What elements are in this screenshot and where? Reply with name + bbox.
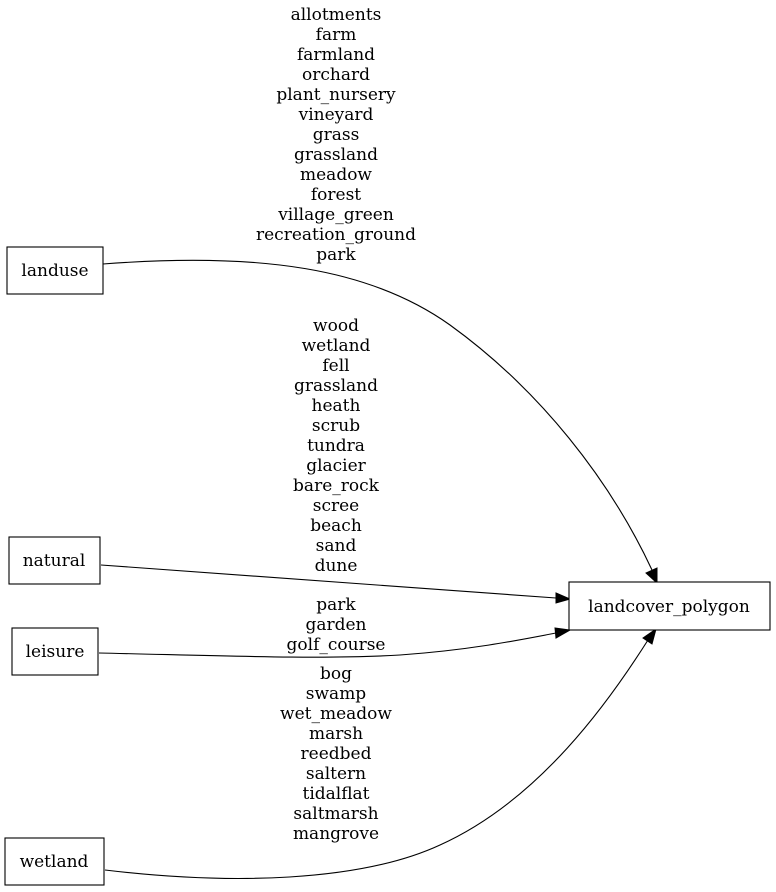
node-label-wetland: wetland <box>20 852 89 872</box>
node-label-leisure: leisure <box>26 642 85 662</box>
edge-label-line: farm <box>316 25 357 45</box>
edge-label-line: glacier <box>306 456 366 476</box>
edge-label-line: allotments <box>291 5 382 25</box>
edge-label-line: forest <box>311 185 361 205</box>
edge-label-line: vineyard <box>298 105 374 125</box>
node-wetland: wetland <box>4 837 105 886</box>
arrowhead-natural <box>555 592 572 604</box>
edge-label-line: fell <box>322 356 349 376</box>
edge-label-line: orchard <box>302 65 370 85</box>
node-box-landuse <box>6 246 104 295</box>
edge-wetland <box>104 627 657 879</box>
edge-label-line: village_green <box>277 205 394 225</box>
edge-label-line: golf_course <box>287 635 386 655</box>
edge-line-landuse <box>102 259 653 571</box>
node-label-landcover-polygon: landcover_polygon <box>588 597 750 617</box>
edge-label-line: tundra <box>307 436 365 456</box>
edge-label-line: scree <box>313 496 360 516</box>
arrowhead-wetland <box>642 627 657 645</box>
edge-label-line: park <box>316 245 356 265</box>
edge-leisure <box>98 627 572 658</box>
edge-label-line: wet_meadow <box>280 704 392 724</box>
edge-label-line: sand <box>316 536 357 556</box>
edge-label-line: park <box>316 595 356 615</box>
edge-label-line: meadow <box>300 165 372 185</box>
edge-label-line: beach <box>310 516 362 536</box>
node-box-natural <box>8 536 101 585</box>
node-label-natural: natural <box>23 551 86 571</box>
edge-label-line: swamp <box>306 684 367 704</box>
arrowhead-leisure <box>554 627 572 639</box>
edge-label-line: heath <box>312 396 361 416</box>
edge-natural <box>100 564 572 604</box>
node-natural: natural <box>8 536 101 585</box>
edge-label-line: marsh <box>309 724 363 744</box>
node-box-landcover-polygon <box>568 581 771 631</box>
edge-label-line: dune <box>315 556 358 576</box>
edge-line-wetland <box>104 639 649 879</box>
edge-label-line: wood <box>313 316 359 336</box>
edge-label-line: tidalflat <box>302 784 369 804</box>
node-landcover-polygon: landcover_polygon <box>568 581 771 631</box>
edge-line-natural <box>100 564 557 599</box>
edge-label-line: reedbed <box>301 744 372 764</box>
edge-label-line: grass <box>313 125 360 145</box>
edge-landuse <box>102 259 658 585</box>
edge-label-line: farmland <box>297 45 375 65</box>
node-landuse: landuse <box>6 246 104 295</box>
node-box-wetland <box>4 837 105 886</box>
edge-label-line: wetland <box>302 336 371 356</box>
node-label-landuse: landuse <box>21 261 88 281</box>
edge-label-line: grassland <box>294 376 378 396</box>
edge-label-line: scrub <box>312 416 360 436</box>
edge-label-line: saltmarsh <box>293 804 378 824</box>
node-leisure: leisure <box>11 627 99 676</box>
edge-label-line: bog <box>320 664 352 684</box>
arrowhead-landuse <box>645 567 658 585</box>
edge-label-line: grassland <box>294 145 378 165</box>
edge-label-line: recreation_ground <box>256 225 416 245</box>
edge-label-line: garden <box>305 615 366 635</box>
edge-label-line: bare_rock <box>293 476 380 496</box>
edge-line-leisure <box>98 632 557 658</box>
node-box-leisure <box>11 627 99 676</box>
edge-label-line: saltern <box>306 764 366 784</box>
edge-label-line: plant_nursery <box>276 85 396 105</box>
edge-label-line: mangrove <box>293 824 379 844</box>
